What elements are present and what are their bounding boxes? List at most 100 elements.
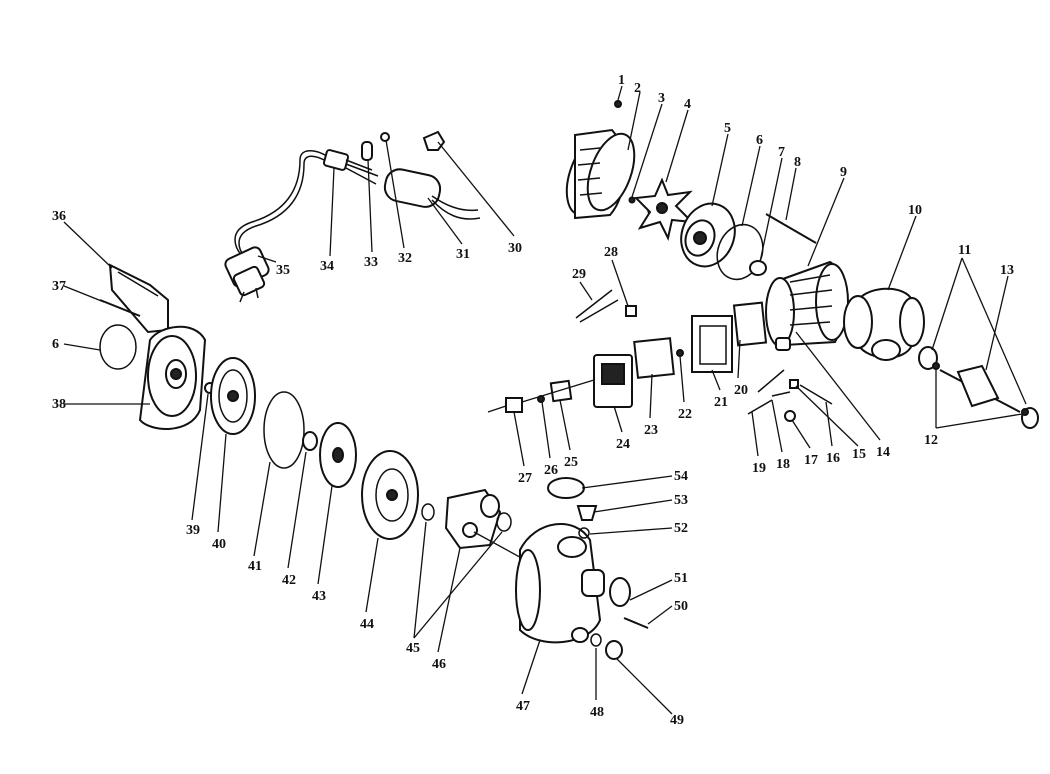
callout-35: 35 — [276, 263, 290, 278]
callout-50: 50 — [674, 599, 688, 614]
impeller-43 — [319, 422, 357, 488]
screw-37 — [99, 299, 141, 317]
plug-54 — [547, 477, 585, 499]
callout-43: 43 — [312, 589, 326, 604]
callout-22: 22 — [678, 407, 692, 422]
callout-11: 11 — [958, 243, 971, 258]
cable-clip — [361, 141, 373, 161]
callout-6: 6 — [756, 133, 763, 148]
screw-32 — [380, 132, 390, 142]
callout-41: 41 — [248, 559, 262, 574]
rear-end-shield — [680, 202, 736, 268]
callout-18: 18 — [776, 457, 790, 472]
bolt-50 — [623, 617, 649, 629]
callout-29: 29 — [572, 267, 586, 282]
callout-numbers: 1 2 3 4 5 6 7 8 9 10 11 12 13 14 15 16 1… — [52, 73, 1014, 728]
tie-rod-8 — [765, 213, 817, 244]
screw-19 — [747, 399, 773, 415]
screw-1 — [614, 100, 622, 108]
callout-28: 28 — [604, 245, 618, 260]
cooling-fan — [633, 177, 695, 241]
seal-plate-40 — [210, 357, 256, 435]
callout-13: 13 — [1000, 263, 1014, 278]
o-ring-51 — [609, 577, 631, 607]
gasket-20 — [732, 301, 768, 347]
o-ring-41 — [263, 391, 305, 469]
callout-30: 30 — [508, 241, 522, 256]
pump-body-47 — [515, 523, 605, 644]
callout-21: 21 — [714, 395, 728, 410]
screw-16 — [799, 384, 833, 405]
callout-52: 52 — [674, 521, 688, 536]
callout-10: 10 — [908, 203, 922, 218]
callout-38: 38 — [52, 397, 66, 412]
callout-53: 53 — [674, 493, 688, 508]
fan-cover — [565, 128, 636, 220]
o-ring-6-left — [99, 324, 137, 370]
callout-9: 9 — [840, 165, 847, 180]
callout-3: 3 — [658, 91, 665, 106]
mechanical-seal-42 — [302, 431, 318, 451]
callout-40: 40 — [212, 537, 226, 552]
callout-24: 24 — [616, 437, 630, 452]
rotor-shaft — [939, 364, 1039, 429]
terminal-box — [593, 354, 633, 408]
ejector-46 — [444, 488, 502, 550]
callout-27: 27 — [518, 471, 532, 486]
callout-5: 5 — [724, 121, 731, 136]
callout-19: 19 — [752, 461, 766, 476]
callout-44: 44 — [360, 617, 374, 632]
diffuser-44 — [361, 450, 419, 540]
plug — [224, 246, 270, 303]
wires-18 — [757, 369, 791, 397]
leader-lines — [63, 85, 1027, 715]
callout-20: 20 — [734, 383, 748, 398]
capacitor-clip — [422, 130, 446, 151]
motor-rear-assembly — [565, 100, 817, 281]
cord-gland — [322, 149, 350, 171]
callout-34: 34 — [320, 259, 334, 274]
callout-12: 12 — [924, 433, 938, 448]
pump-front-assembly — [99, 263, 649, 660]
callout-8: 8 — [794, 155, 801, 170]
callout-23: 23 — [644, 423, 658, 438]
callout-36: 36 — [52, 209, 66, 224]
bearing-11a — [918, 346, 938, 370]
o-ring-45a — [421, 503, 435, 521]
callout-54: 54 — [674, 469, 688, 484]
motor-flange-38 — [138, 325, 207, 430]
o-ring-48 — [590, 633, 602, 647]
callout-15: 15 — [852, 447, 866, 462]
motor-housing — [765, 260, 849, 351]
callout-26: 26 — [544, 463, 558, 478]
callout-2: 2 — [634, 81, 641, 96]
seal-25 — [549, 379, 573, 403]
motor-assembly — [765, 260, 1039, 429]
callout-32: 32 — [398, 251, 412, 266]
o-ring-45b — [496, 512, 512, 532]
power-cord-assembly — [224, 130, 481, 303]
callout-25: 25 — [564, 455, 578, 470]
terminal-28 — [625, 305, 637, 317]
clip-3 — [628, 196, 636, 204]
callout-14: 14 — [876, 445, 890, 460]
handle-36 — [108, 263, 169, 334]
callout-4: 4 — [684, 97, 691, 112]
washer-17 — [784, 410, 796, 422]
callout-45: 45 — [406, 641, 420, 656]
callout-37: 37 — [52, 279, 66, 294]
callout-39: 39 — [186, 523, 200, 538]
drain-plug-49 — [605, 640, 623, 660]
circlip-12a — [932, 362, 940, 370]
callout-16: 16 — [826, 451, 840, 466]
callout-51: 51 — [674, 571, 688, 586]
callout-47: 47 — [516, 699, 530, 714]
cable-gland-27 — [505, 397, 523, 413]
capacitor — [383, 168, 481, 220]
callout-42: 42 — [282, 573, 296, 588]
gasket-23 — [633, 337, 675, 379]
callout-49: 49 — [670, 713, 684, 728]
plug-53 — [576, 505, 598, 521]
callout-6-left: 6 — [52, 337, 59, 352]
